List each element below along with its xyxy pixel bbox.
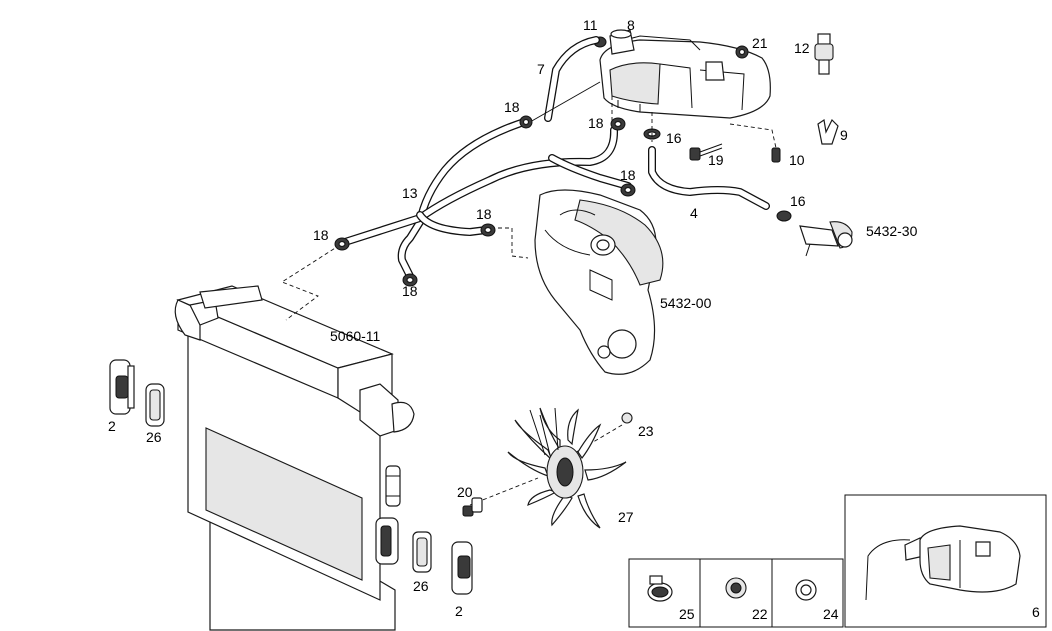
cooling-fan-27 <box>507 407 627 529</box>
label-8: 8 <box>627 17 635 33</box>
clamp-18-d <box>334 237 350 251</box>
label-5432-30: 5432-30 <box>866 223 918 239</box>
fitting-10 <box>729 123 781 163</box>
label-5060-11: 5060-11 <box>330 328 381 344</box>
label-9: 9 <box>840 127 848 143</box>
label-18-a: 18 <box>504 99 520 115</box>
label-18-d: 18 <box>313 227 329 243</box>
label-11: 11 <box>583 17 598 33</box>
bracket-2-bottom <box>451 541 473 595</box>
clamp-18-f <box>402 273 418 287</box>
hose-4 <box>648 146 770 210</box>
label-24: 24 <box>823 606 839 622</box>
label-25: 25 <box>679 606 695 622</box>
label-23: 23 <box>638 423 654 439</box>
clamp-18-c <box>620 183 636 197</box>
label-27: 27 <box>618 509 634 525</box>
label-5432-00: 5432-00 <box>660 295 712 311</box>
bolt-19 <box>689 143 723 161</box>
bolt-20 <box>462 497 483 517</box>
thermostat-housing-5432-30 <box>799 221 853 257</box>
clamp-24 <box>795 579 817 601</box>
grommet-26-left <box>145 383 165 427</box>
label-7: 7 <box>537 61 545 77</box>
label-18-f: 18 <box>402 283 418 299</box>
label-22: 22 <box>752 606 768 622</box>
nut-21 <box>735 45 749 59</box>
label-4: 4 <box>690 205 698 221</box>
level-sensor-12 <box>814 33 834 75</box>
radiator <box>174 285 415 631</box>
clamp-18-b <box>610 117 626 131</box>
label-18-c: 18 <box>620 167 636 183</box>
clamp-25 <box>647 575 673 602</box>
grommet-26-bottom <box>412 531 432 573</box>
expansion-tank <box>599 35 771 119</box>
label-18-e: 18 <box>476 206 492 222</box>
kit-box-6 <box>844 494 1047 628</box>
label-21: 21 <box>752 35 768 51</box>
filler-cap-8 <box>609 29 635 55</box>
label-19: 19 <box>708 152 724 168</box>
clamp-18-a <box>519 115 533 129</box>
label-18-b: 18 <box>588 115 604 131</box>
label-12: 12 <box>794 40 810 56</box>
bracket-2-left <box>109 359 135 415</box>
clamp-18-e <box>480 223 496 237</box>
hose-7 <box>544 36 600 122</box>
label-2-b: 2 <box>455 603 463 619</box>
label-26-a: 26 <box>146 429 162 445</box>
water-pump-housing <box>534 189 664 375</box>
hose-tank-to-18 <box>529 81 601 123</box>
clamp-22 <box>725 577 747 599</box>
label-13: 13 <box>402 185 418 201</box>
clip-9 <box>817 118 839 145</box>
label-2-a: 2 <box>108 418 116 434</box>
nut-23 <box>621 412 633 424</box>
label-26-b: 26 <box>413 578 429 594</box>
label-6: 6 <box>1032 604 1040 620</box>
label-16-b: 16 <box>790 193 806 209</box>
kit-box-25-22-24 <box>628 558 844 628</box>
clamp-16-right <box>776 210 792 222</box>
label-20: 20 <box>457 484 473 500</box>
label-10: 10 <box>789 152 805 168</box>
label-16-a: 16 <box>666 130 682 146</box>
hose-13 <box>341 118 632 280</box>
